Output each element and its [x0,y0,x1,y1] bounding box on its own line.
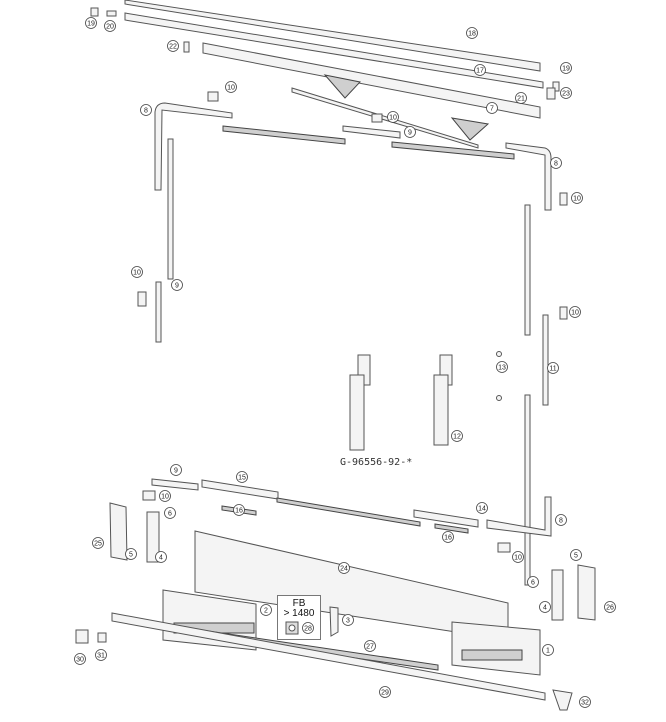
strip-left [167,138,174,280]
note-box: FB > 1480 [277,595,321,640]
rail-track [124,12,544,89]
rail-18 [124,0,541,72]
end-cap-30 [75,629,89,644]
note-line1: FB [292,598,306,609]
corner-8-left [154,102,233,191]
connecting-rod [276,497,421,527]
corner-8-bottom [486,496,552,537]
slide-16b [434,523,469,534]
rail-17 [202,42,541,119]
handle-left [349,354,371,451]
strip-right [524,204,531,336]
keeper-10-b [371,113,383,123]
operator-1 [451,621,541,676]
part-23 [546,87,556,100]
part-28-icon [285,621,299,635]
espag-right-11 [542,314,549,406]
top-strip-b [391,141,515,160]
part-22 [183,41,190,53]
drawing-code: G-96556-92-* [340,457,413,468]
keeper-10-a [207,91,219,102]
hinge-4-right [551,569,564,621]
part-3 [329,606,339,637]
keeper-10-left [137,291,147,307]
keeper-10-e [142,490,156,501]
keeper-10-c [559,192,568,206]
end-cap-31 [97,632,107,643]
espag-left-9 [155,281,162,343]
end-cap-19 [90,7,99,17]
end-cap-19b [552,81,560,92]
connector-14 [413,509,479,528]
end-cap-20 [106,10,117,17]
stay-arm-7 [291,74,490,149]
locking-piece-9 [342,125,401,139]
note-line2: > 1480 [283,608,315,619]
connector-15 [201,479,279,500]
cover-26 [577,564,596,621]
screw-13a [496,351,502,357]
corner-8-right [505,142,552,211]
locking-piece-9-bottom [151,478,199,491]
strip-right-lower [524,394,531,586]
bracket-32 [552,689,573,711]
hinge-4-left [146,511,160,563]
screw-13b [496,395,502,401]
rail-29 [111,612,546,701]
keeper-10-f [497,542,511,553]
cover-25 [109,502,128,561]
handle-12 [433,354,453,446]
slide-16a [221,505,257,516]
keeper-10-d [559,306,568,320]
top-strip-a [222,125,346,145]
